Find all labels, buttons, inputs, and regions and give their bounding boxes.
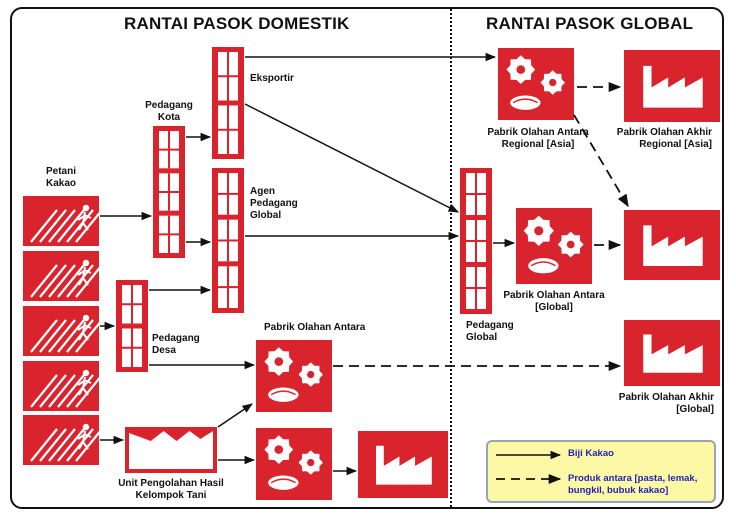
warehouse-icon <box>218 52 238 154</box>
gears-icon <box>264 435 323 490</box>
gears-icon <box>264 347 323 402</box>
label-pedagang-kota: Pedagang Kota <box>145 100 193 123</box>
farmer-icon <box>30 314 103 353</box>
farmer-icon <box>30 369 103 408</box>
pabrik-akhir-global-box-2 <box>624 320 720 386</box>
eksportir-box <box>212 47 244 159</box>
gears-icon <box>523 215 584 274</box>
factory-icon <box>643 65 703 108</box>
warehouse-icon <box>218 173 238 308</box>
diagram-frame <box>10 7 724 509</box>
warehouse-icon <box>159 131 179 253</box>
pabrik-akhir-global-box-1 <box>624 210 720 280</box>
warehouse-icon <box>122 285 142 367</box>
label-agen: Agen Pedagang Global <box>250 186 298 221</box>
unit-pengolahan-box <box>125 427 217 473</box>
arrow-unit-pabrik <box>217 403 253 428</box>
pabrik-akhir-regional-box <box>624 50 720 122</box>
label-eksportir: Eksportir <box>250 73 294 84</box>
legend: Biji Kakao Produk antara [pasta, lemak, … <box>486 440 716 503</box>
arrow-eksportir-global <box>244 103 459 213</box>
pedagang-desa-box <box>116 280 148 372</box>
label-pabrik-antara-regional: Pabrik Olahan Antara Regional [Asia] <box>487 127 589 150</box>
factory-icon <box>643 225 703 266</box>
factory-icon <box>376 445 432 485</box>
domestic-global-divider <box>450 9 452 507</box>
factory-icon <box>643 334 703 373</box>
agen-pedagang-global-box <box>212 168 244 313</box>
label-unit-pengolahan: Unit Pengolahan Hasil Kelompok Tani <box>118 478 224 501</box>
farmer-box-2 <box>23 251 103 301</box>
heading-global: RANTAI PASOK GLOBAL <box>486 14 694 33</box>
farmer-box-1 <box>23 196 103 246</box>
heading-domestic: RANTAI PASOK DOMESTIK <box>124 14 350 33</box>
farmer-icon <box>30 423 103 462</box>
farmer-icon <box>30 204 103 243</box>
farmer-box-3 <box>23 306 103 356</box>
pabrik-antara-unit-box <box>256 428 332 500</box>
legend-lines <box>496 450 562 485</box>
label-pabrik-antara: Pabrik Olahan Antara <box>264 322 366 333</box>
label-pabrik-antara-global: Pabrik Olahan Antara [Global] <box>503 290 605 313</box>
pabrik-akhir-domestic-box <box>358 431 448 498</box>
dashed-regional-global <box>573 114 629 208</box>
warehouse-icon <box>466 173 486 309</box>
label-pabrik-akhir-global: Pabrik Olahan Akhir [Global] <box>618 392 714 415</box>
pabrik-antara-global-box <box>516 208 592 284</box>
farmer-icon <box>30 259 103 298</box>
gears-icon <box>506 55 565 110</box>
label-pedagang-global: Pedagang Global <box>466 320 514 343</box>
farmer-box-4 <box>23 361 103 411</box>
farmer-box-5 <box>23 415 103 465</box>
pabrik-antara-box <box>256 340 332 412</box>
legend-solid-label: Biji Kakao <box>568 448 614 459</box>
pabrik-antara-regional-box <box>498 48 574 120</box>
pedagang-global-box <box>460 168 492 314</box>
label-pedagang-desa: Pedagang Desa <box>152 333 200 356</box>
processing-unit-icon <box>129 431 213 469</box>
label-pabrik-akhir-regional: Pabrik Olahan Akhir Regional [Asia] <box>616 127 712 150</box>
legend-dashed-label: Produk antara [pasta, lemak, bungkil, bu… <box>568 473 698 496</box>
pedagang-kota-box <box>153 126 185 258</box>
label-petani: Petani Kakao <box>45 166 76 189</box>
